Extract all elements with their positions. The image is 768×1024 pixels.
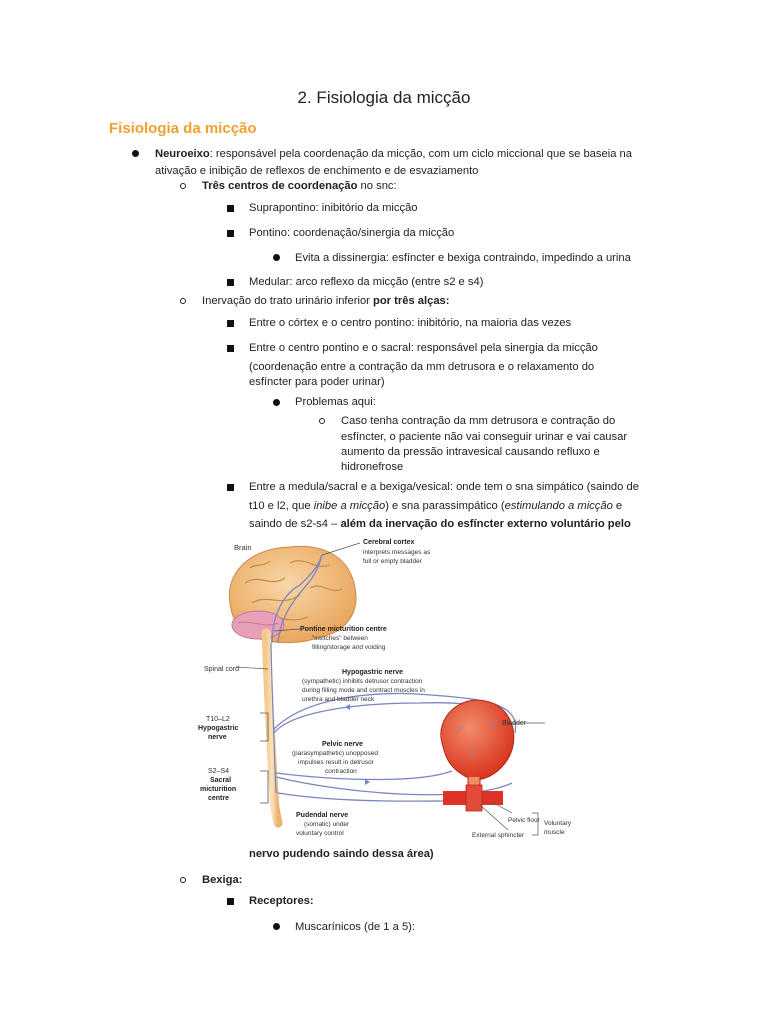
caso-line-2: esfíncter, o paciente não vai conseguir … bbox=[341, 431, 628, 443]
medula-text-c: ) e sna parassimpático ( bbox=[385, 500, 505, 512]
label-pelvic-line3: contraction bbox=[325, 768, 357, 775]
label-cortex-title: Cerebral cortex bbox=[363, 539, 414, 546]
muscarinicos-item: Muscarínicos (de 1 a 5): bbox=[295, 921, 416, 933]
centro-pontino-sub: Evita a dissinergia: esfíncter e bexiga … bbox=[295, 252, 631, 264]
label-external-sphincter: External sphincter bbox=[472, 832, 525, 839]
bullet-square bbox=[227, 230, 234, 237]
inervacao-item: Inervação do trato urinário inferior por… bbox=[202, 293, 450, 309]
inervacao-text: Inervação do trato urinário inferior bbox=[202, 295, 374, 307]
alca-medula-3: saindo de s2-s4 – além da inervação do e… bbox=[249, 516, 658, 532]
tres-centros-label: Três centros de coordenação bbox=[202, 180, 358, 192]
alca-pontino-sacral-2: (coordenação entre a contração da mm det… bbox=[249, 361, 595, 373]
inervacao-bold: por três alças: bbox=[373, 295, 450, 307]
label-cortex-line1: interprets messages as bbox=[363, 549, 431, 556]
bullet-square bbox=[227, 345, 234, 352]
label-sacral-2: micturition bbox=[200, 786, 236, 793]
label-t10-l2: T10–L2 bbox=[206, 716, 230, 723]
label-spinal-cord: Spinal cord bbox=[204, 666, 239, 673]
label-hypogastric-line1: (sympathetic) inhibits detrusor contract… bbox=[302, 678, 423, 685]
bullet-circle bbox=[319, 418, 325, 424]
label-pontine-line1: "switches" between bbox=[312, 635, 368, 642]
label-pontine-title: Pontine micturition centre bbox=[300, 626, 387, 633]
label-pelvic-floor: Pelvic floor bbox=[508, 817, 541, 824]
micturition-diagram: Brain Cerebral cortex interprets message… bbox=[198, 539, 572, 839]
medula-italic-b: inibe a micção bbox=[313, 500, 386, 512]
medula-text-3a: saindo de s2-s4 – bbox=[249, 518, 341, 530]
page-title: 2. Fisiologia da micção bbox=[297, 88, 471, 107]
medula-text-a: t10 e l2, que bbox=[249, 500, 314, 512]
bullet-square bbox=[227, 205, 234, 212]
alca-medula-4: nervo pudendo saindo dessa área) bbox=[249, 848, 434, 860]
centro-suprapontino: Suprapontino: inibitório da micção bbox=[249, 202, 418, 214]
caso-line-4: hidronefrose bbox=[341, 461, 404, 473]
alca-cortex: Entre o córtex e o centro pontino: inibi… bbox=[249, 317, 572, 329]
bullet-square bbox=[227, 898, 234, 905]
label-hypogastric-left-1: Hypogastric bbox=[198, 725, 239, 732]
centro-pontino: Pontino: coordenação/sinergia da micção bbox=[249, 227, 455, 239]
problemas-label: Problemas aqui: bbox=[295, 396, 376, 408]
bullet-circle bbox=[180, 183, 186, 189]
label-bladder: Bladder bbox=[502, 720, 527, 727]
label-pelvic-title: Pelvic nerve bbox=[322, 741, 363, 748]
neuroeixo-text: : responsável pela coordenação da micção… bbox=[209, 148, 632, 160]
bullet-square bbox=[227, 484, 234, 491]
alca-medula-2: t10 e l2, que inibe a micção) e sna para… bbox=[249, 498, 658, 514]
label-voluntary-2: muscle bbox=[544, 829, 565, 836]
neuroeixo-line-2: ativação e inibição de reflexos de enchi… bbox=[155, 165, 479, 177]
bullet-circle bbox=[180, 298, 186, 304]
caso-line-3: aumento da pressão intravesical causando… bbox=[341, 446, 600, 458]
label-voluntary-1: Voluntary bbox=[544, 820, 572, 827]
alca-medula-1: Entre a medula/sacral e a bexiga/vesical… bbox=[249, 481, 639, 493]
label-sacral-3: centre bbox=[208, 795, 229, 802]
tres-centros-item: Três centros de coordenação no snc: bbox=[202, 178, 397, 194]
label-pontine-line2: filling/storage and voiding bbox=[312, 644, 386, 651]
label-pelvic-line1: (parasympathetic) unopposed bbox=[292, 750, 378, 757]
neuroeixo-line-1: Neuroeixo: responsável pela coordenação … bbox=[155, 146, 632, 162]
bullet-disc bbox=[273, 399, 280, 406]
label-pelvic-line2: impulses result in detrusor bbox=[298, 759, 375, 766]
label-sacral-1: Sacral bbox=[210, 777, 231, 784]
brain-illustration bbox=[228, 545, 357, 644]
bladder-illustration bbox=[440, 699, 515, 812]
tres-centros-suffix: no snc: bbox=[357, 180, 397, 192]
label-hypogastric-left-2: nerve bbox=[208, 734, 227, 741]
label-cortex-line2: full or empty bladder bbox=[363, 558, 423, 565]
neuroeixo-label: Neuroeixo bbox=[155, 148, 210, 160]
label-pudendal-title: Pudendal nerve bbox=[296, 812, 348, 819]
label-pudendal-line2: voluntary control bbox=[296, 830, 344, 837]
caso-line-1: Caso tenha contração da mm detrusora e c… bbox=[341, 415, 616, 427]
label-hypogastric-line3: urethra and bladder neck bbox=[302, 696, 375, 703]
spinal-cord-shape bbox=[261, 628, 283, 828]
bullet-disc bbox=[273, 923, 280, 930]
bullet-disc bbox=[273, 254, 280, 261]
bullet-square bbox=[227, 279, 234, 286]
label-brain: Brain bbox=[234, 543, 252, 552]
medula-italic-d: estimulando a micção bbox=[504, 500, 613, 512]
bullet-circle bbox=[180, 877, 186, 883]
bullet-disc bbox=[132, 150, 139, 157]
alca-pontino-sacral-3: esfíncter para poder urinar) bbox=[249, 376, 385, 388]
label-s2-s4: S2–S4 bbox=[208, 768, 229, 775]
alca-pontino-sacral-1: Entre o centro pontino e o sacral: respo… bbox=[249, 342, 598, 354]
centro-medular: Medular: arco reflexo da micção (entre s… bbox=[249, 276, 484, 288]
bullet-square bbox=[227, 320, 234, 327]
medula-text-e: e bbox=[612, 500, 623, 512]
label-hypogastric-title: Hypogastric nerve bbox=[342, 669, 403, 676]
receptores-item: Receptores: bbox=[249, 895, 314, 907]
label-hypogastric-line2: during filling mode and contract muscles… bbox=[302, 687, 425, 694]
label-pudendal-line1: (somatic) under bbox=[304, 821, 350, 828]
bexiga-item: Bexiga: bbox=[202, 874, 243, 886]
section-heading: Fisiologia da micção bbox=[109, 120, 257, 137]
medula-bold-3b: além da inervação do esfíncter externo v… bbox=[340, 518, 631, 530]
